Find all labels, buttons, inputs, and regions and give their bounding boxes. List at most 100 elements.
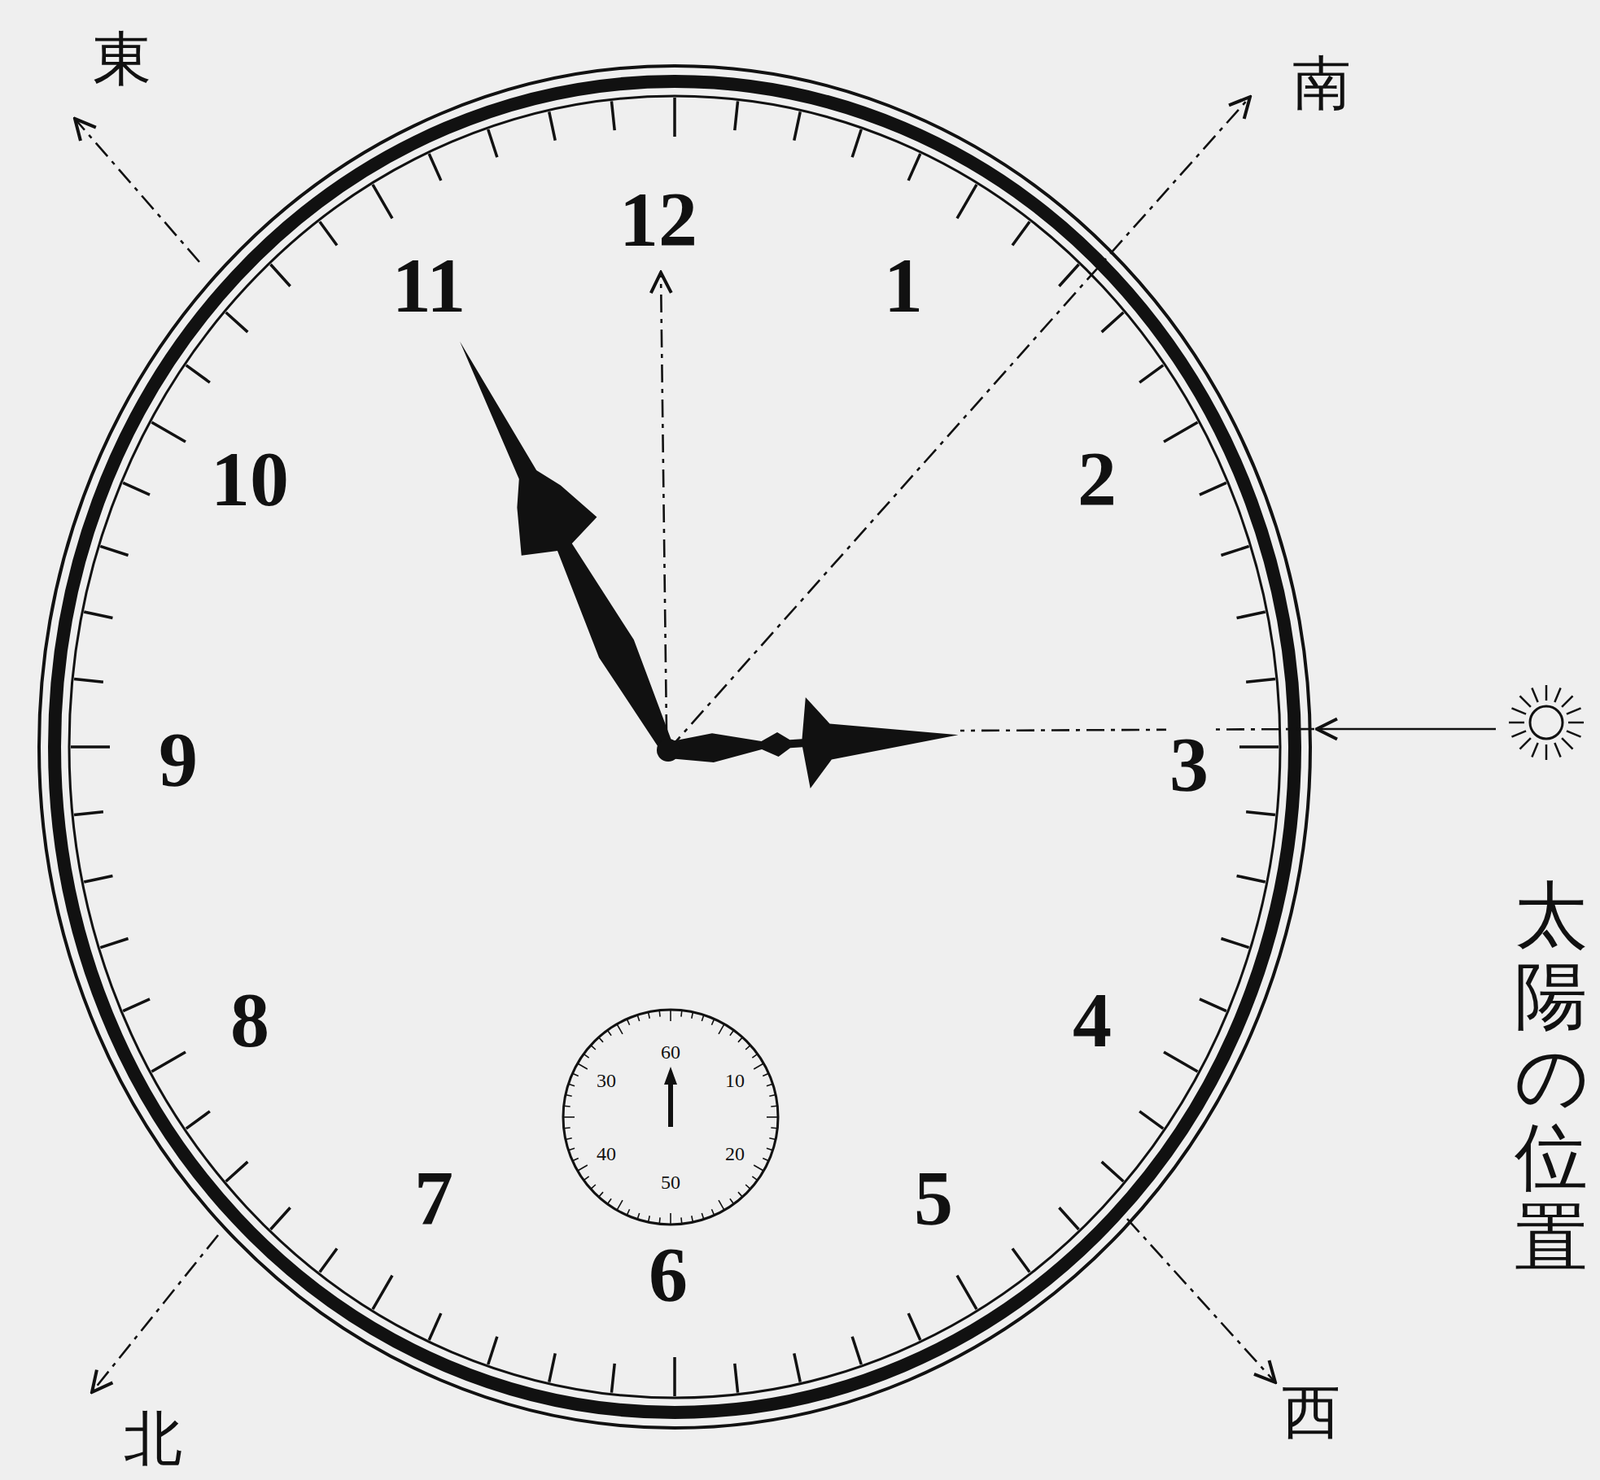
sun-ray	[1566, 708, 1582, 714]
tick-mark	[794, 111, 800, 140]
tick-mark	[428, 153, 442, 181]
inner-rim	[69, 96, 1281, 1399]
tick-mark	[1237, 612, 1266, 618]
seconds-tick	[711, 1209, 714, 1216]
tick-mark	[1245, 812, 1276, 816]
tick-mark	[1163, 422, 1198, 442]
tick-mark	[122, 999, 150, 1012]
tick-mark	[734, 1363, 739, 1394]
tick-mark	[908, 153, 921, 181]
seconds-tick	[669, 1009, 672, 1022]
seconds-tick	[738, 1192, 743, 1198]
hour-numeral: 6	[648, 1236, 688, 1315]
sun-ray-line	[960, 729, 1315, 731]
seconds-tick	[770, 1127, 778, 1129]
seconds-tick	[637, 1213, 639, 1220]
sun-ray	[1568, 721, 1584, 725]
hour-numeral: 8	[230, 981, 270, 1060]
tick-mark	[852, 129, 862, 158]
tick-mark	[100, 938, 128, 948]
seconds-tick	[769, 1138, 776, 1141]
tick-mark	[611, 1363, 615, 1394]
tick-mark	[151, 422, 186, 442]
sun-ray	[1545, 685, 1548, 701]
hour-numeral: 12	[616, 179, 701, 261]
tick-mark	[271, 264, 291, 287]
sun-ray	[1512, 730, 1527, 737]
tick-mark	[1101, 312, 1124, 333]
tick-mark	[319, 221, 337, 245]
tick-mark	[488, 1337, 498, 1365]
hour-numeral: 10	[210, 440, 289, 519]
seconds-tick	[680, 1010, 682, 1018]
tick-mark	[611, 100, 615, 131]
seconds-tick	[565, 1095, 573, 1098]
seconds-hand	[664, 1066, 678, 1128]
seconds-tick	[691, 1012, 694, 1019]
sun-ray	[1566, 730, 1582, 737]
west-line	[1127, 1219, 1276, 1383]
seconds-dial-rim	[563, 1009, 779, 1225]
sun-ray	[1545, 744, 1548, 761]
tick-mark	[100, 546, 128, 556]
hour-numeral: 11	[392, 246, 467, 325]
tick-mark	[1163, 1052, 1198, 1072]
seconds-numeral: 60	[660, 1042, 681, 1063]
seconds-tick	[658, 1010, 661, 1018]
seconds-tick	[637, 1014, 639, 1022]
seconds-tick	[745, 1184, 751, 1190]
seconds-tick	[648, 1012, 651, 1019]
tick-mark	[1058, 1207, 1079, 1230]
hour-numeral: 9	[158, 721, 198, 800]
sun-ray	[1512, 708, 1527, 714]
seconds-tick	[626, 1018, 630, 1025]
hand-pivot	[656, 738, 680, 762]
seconds-numeral: 20	[725, 1144, 745, 1164]
sun-ray	[1561, 738, 1573, 749]
sun-ray	[1531, 688, 1538, 704]
seconds-numeral: 40	[596, 1144, 617, 1164]
seconds-tick	[766, 1084, 774, 1086]
seconds-tick	[730, 1198, 735, 1204]
hour-numeral: 5	[913, 1159, 954, 1238]
seconds-tick	[711, 1018, 714, 1025]
hour-hand	[665, 689, 961, 796]
seconds-dial	[563, 1009, 779, 1225]
tick-mark	[1199, 999, 1227, 1012]
south-line	[668, 96, 1251, 751]
tick-mark	[186, 365, 210, 383]
tick-mark	[74, 679, 104, 683]
tick-mark	[1101, 1162, 1124, 1182]
tick-mark	[151, 1052, 186, 1072]
tick-mark	[1220, 938, 1249, 948]
seconds-tick	[583, 1053, 589, 1058]
seconds-tick	[766, 1116, 779, 1119]
tick-mark	[1139, 1111, 1163, 1129]
sun-symbol	[1508, 685, 1584, 761]
seconds-tick	[607, 1030, 612, 1036]
tick-mark	[1058, 264, 1079, 287]
seconds-tick	[583, 1176, 589, 1181]
tick-mark	[428, 1313, 442, 1341]
tick-mark	[372, 184, 393, 219]
sun-ray	[1519, 738, 1531, 749]
seconds-tick	[751, 1176, 757, 1181]
seconds-numeral: 50	[660, 1172, 681, 1193]
hour-numeral: 7	[414, 1159, 454, 1238]
tick-mark	[1199, 482, 1227, 495]
seconds-tick	[762, 1158, 769, 1161]
tick-mark	[488, 129, 498, 158]
tick-mark	[673, 97, 677, 137]
seconds-numeral: 30	[596, 1071, 617, 1091]
seconds-tick	[590, 1184, 596, 1190]
hour-numeral: 4	[1072, 981, 1112, 1060]
tick-mark	[372, 1276, 393, 1311]
hour-numeral: 3	[1166, 724, 1212, 806]
east-line	[74, 118, 200, 263]
seconds-tick	[568, 1148, 575, 1150]
seconds-tick	[658, 1217, 661, 1225]
sun-ray	[1554, 688, 1561, 704]
seconds-tick	[753, 1063, 764, 1070]
direction-label: 西	[1281, 1382, 1341, 1442]
tick-mark	[1245, 679, 1276, 683]
